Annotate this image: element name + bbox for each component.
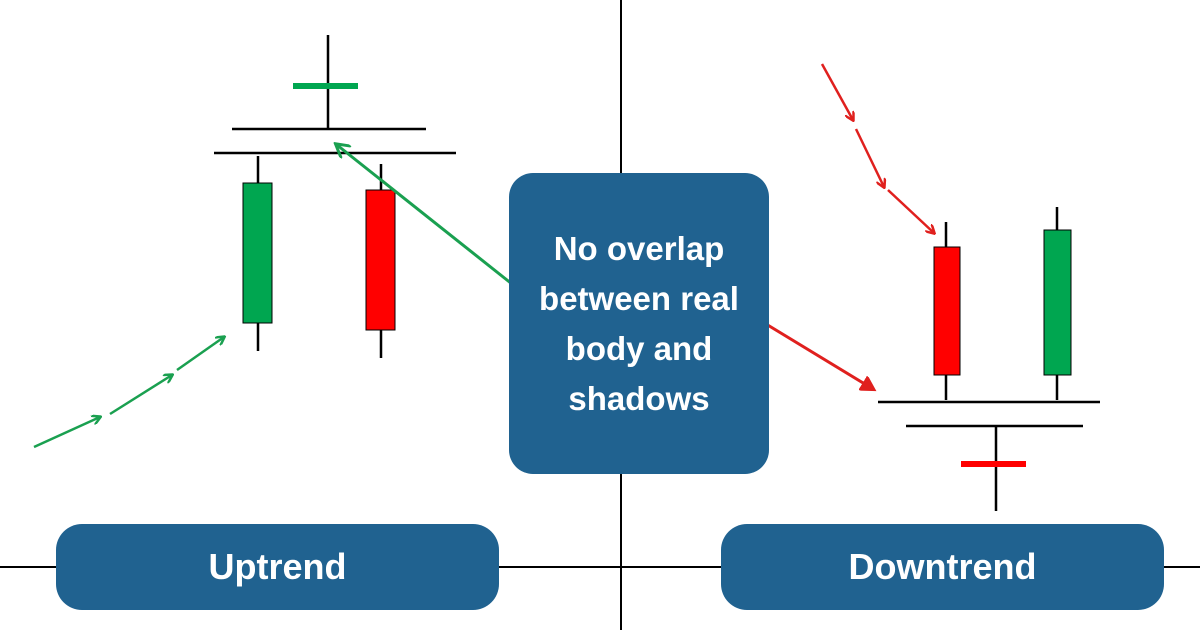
uptrend-arrow-segment-2 <box>109 375 172 416</box>
downtrend-arrow-segment-3 <box>887 189 934 233</box>
green-candle-body <box>242 182 273 324</box>
downtrend-arrow-segment-1 <box>820 63 853 120</box>
center-label-box: No overlap between real body and shadows <box>509 173 769 474</box>
uptrend-pointer-arrow <box>337 145 513 286</box>
uptrend-label-box: Uptrend <box>56 524 499 610</box>
red-candle-body <box>365 189 396 331</box>
red-candle-body <box>933 246 961 376</box>
downtrend-arrow-segment-2 <box>854 128 884 187</box>
downtrend-pattern <box>765 63 1100 511</box>
uptrend-pattern <box>33 35 513 449</box>
uptrend-arrow-segment-3 <box>176 337 224 372</box>
downtrend-label: Downtrend <box>848 546 1037 587</box>
center-label: No overlap between real body and shadows <box>539 229 739 417</box>
downtrend-label-box: Downtrend <box>721 524 1164 610</box>
uptrend-arrow-segment-1 <box>33 417 100 449</box>
downtrend-pointer-arrow <box>765 322 873 389</box>
green-candle-body <box>1043 229 1072 376</box>
uptrend-label: Uptrend <box>208 546 347 587</box>
